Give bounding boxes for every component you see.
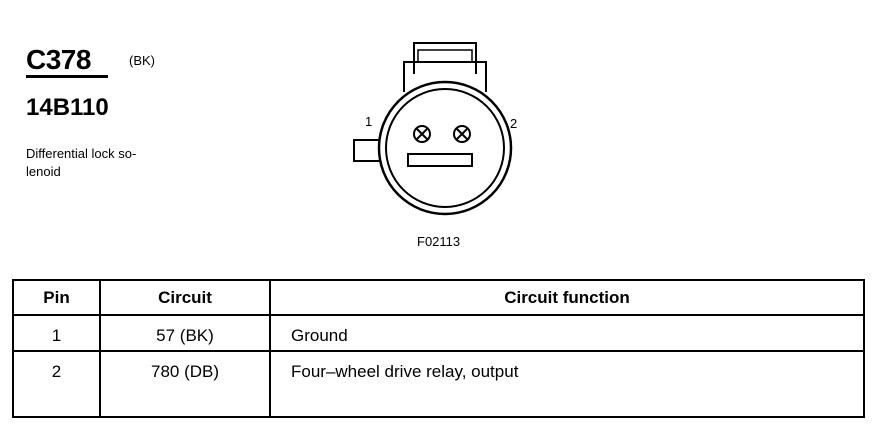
part-number: 14B110 bbox=[26, 94, 109, 121]
connector-key-tab bbox=[353, 139, 393, 162]
connector-body-outer bbox=[377, 80, 513, 216]
cell-function: Four–wheel drive relay, output bbox=[269, 351, 865, 418]
header-circuit: Circuit bbox=[99, 279, 271, 316]
connector-face-diagram: 1 2 bbox=[353, 42, 517, 216]
header-pin: Pin bbox=[12, 279, 101, 316]
cell-pin: 1 bbox=[12, 315, 101, 352]
cell-circuit: 780 (DB) bbox=[99, 351, 271, 418]
connector-body-inner bbox=[385, 88, 505, 208]
connector-slot bbox=[407, 153, 473, 167]
connector-latch bbox=[413, 42, 477, 74]
cell-pin: 2 bbox=[12, 351, 101, 418]
pin-1-terminal bbox=[413, 125, 431, 143]
pin-label-1: 1 bbox=[365, 114, 372, 129]
description-line-2: lenoid bbox=[26, 164, 61, 179]
pin-table: Pin Circuit Circuit function 1 57 (BK) G… bbox=[12, 279, 865, 418]
connector-id: C378 bbox=[26, 44, 91, 75]
connector-description: Differential lock so- lenoid bbox=[26, 145, 176, 181]
cell-circuit: 57 (BK) bbox=[99, 315, 271, 352]
header-circuit-function: Circuit function bbox=[269, 279, 865, 316]
table-row: 2 780 (DB) Four–wheel drive relay, outpu… bbox=[12, 351, 865, 418]
figure-label: F02113 bbox=[417, 234, 461, 249]
connector-color-code: (BK) bbox=[129, 53, 155, 68]
connector-id-underline bbox=[26, 75, 108, 78]
pin-label-2: 2 bbox=[510, 116, 517, 131]
table-row: 1 57 (BK) Ground bbox=[12, 315, 865, 352]
table-header-row: Pin Circuit Circuit function bbox=[12, 279, 865, 316]
cell-function: Ground bbox=[269, 315, 865, 352]
description-line-1: Differential lock so- bbox=[26, 146, 137, 161]
pin-2-terminal bbox=[453, 125, 471, 143]
